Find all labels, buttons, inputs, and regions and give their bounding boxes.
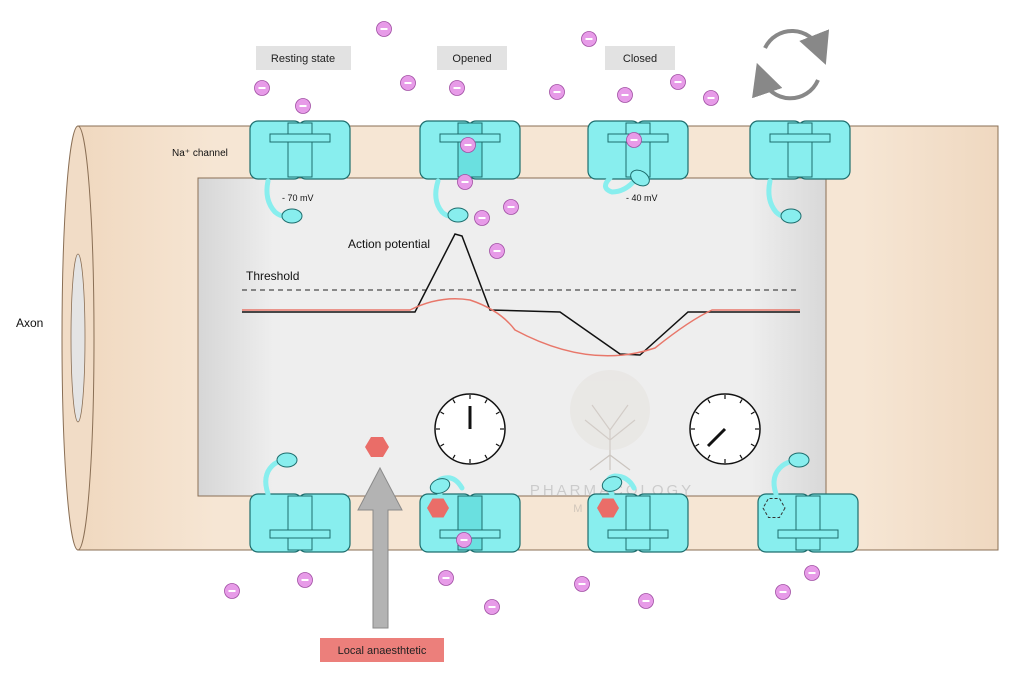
minus-ion-icon [460, 137, 476, 153]
cycle-arrows-icon [752, 28, 830, 101]
minus-ion-icon [457, 174, 473, 190]
minus-ion-icon [574, 576, 590, 592]
action-potential-trace [242, 233, 800, 356]
minus-ion-icon [617, 87, 633, 103]
minus-ion-icon [670, 74, 686, 90]
minus-ion-icon [638, 593, 654, 609]
opened-badge [437, 46, 507, 70]
threshold-label: Threshold [246, 269, 299, 283]
resting-state-badge [256, 46, 351, 70]
minus-ion-icon [503, 199, 519, 215]
minus-ion-icon [400, 75, 416, 91]
minus-ion-icon [484, 599, 500, 615]
action-potential-label: Action potential [348, 237, 430, 251]
na-channel-closed-top [587, 120, 689, 195]
closed-badge [605, 46, 675, 70]
hexagon-drug-icon [597, 498, 619, 518]
local-anaesthetic-badge [320, 638, 444, 662]
axon-label: Axon [16, 316, 43, 330]
mv-closed-label: - 40 mV [626, 193, 658, 203]
ions [224, 21, 820, 615]
hexagon-drug-icon [365, 437, 389, 457]
minus-ion-icon [626, 132, 642, 148]
resting-state-label: Resting state [271, 53, 335, 65]
clock-icon [434, 393, 506, 465]
mv-rest-label: - 70 mV [282, 193, 314, 203]
hexagon-drug-icon [427, 498, 449, 518]
hexagon-drug-icon [762, 498, 786, 518]
minus-ion-icon [376, 21, 392, 37]
minus-ion-icon [449, 80, 465, 96]
clock-icon [689, 393, 761, 465]
local-anaesthetic-label: Local anaesthtetic [338, 645, 427, 657]
na-channel-label: Na⁺ channel [172, 148, 228, 159]
minus-ion-icon [295, 98, 311, 114]
anaesthetic-arrow [357, 466, 403, 629]
minus-ion-icon [581, 31, 597, 47]
blocked-potential-trace [242, 298, 800, 357]
closed-label: Closed [623, 53, 657, 65]
tree-logo-icon [570, 370, 650, 471]
minus-ion-icon [438, 570, 454, 586]
minus-ion-icon [775, 584, 791, 600]
minus-ion-icon [804, 565, 820, 581]
minus-ion-icon [456, 532, 472, 548]
minus-ion-icon [549, 84, 565, 100]
minus-ion-icon [489, 243, 505, 259]
na-channel-blocked-bottom [587, 473, 689, 553]
minus-ion-icon [297, 572, 313, 588]
minus-ion-icon [254, 80, 270, 96]
minus-ion-icon [474, 210, 490, 226]
na-channel-resting-top [249, 120, 351, 224]
opened-label: Opened [452, 53, 491, 65]
na-channel-resting-bottom [249, 452, 351, 553]
minus-ion-icon [224, 583, 240, 599]
na-channel-recovery-bottom [757, 452, 859, 553]
minus-ion-icon [703, 90, 719, 106]
na-channel-recovery-top [749, 120, 851, 224]
